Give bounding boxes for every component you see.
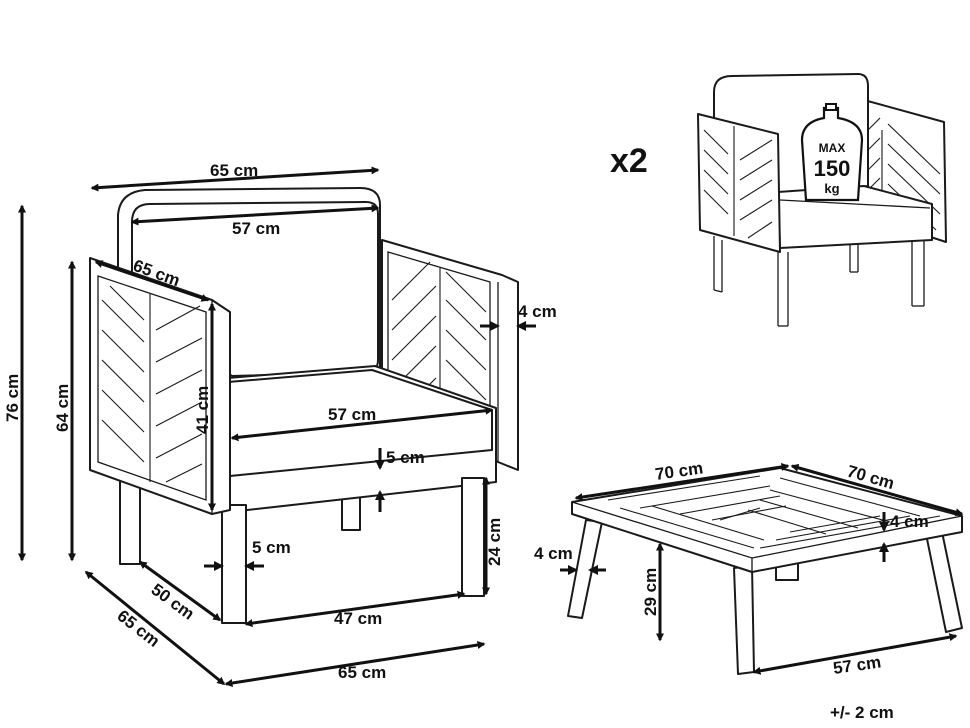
- dim-seat-width: 57 cm: [328, 405, 376, 424]
- dim-arrow-backrest-width: [130, 204, 380, 226]
- dim-front-width: 65 cm: [338, 663, 386, 682]
- dim-arrow-table-leg-span: [752, 633, 958, 675]
- armchair-drawing: [89, 187, 519, 624]
- dim-cushion-thickness: 5 cm: [386, 448, 425, 467]
- dim-table-leg-width: 4 cm: [534, 544, 573, 563]
- weight-icon: [800, 106, 864, 202]
- dim-table-height: 29 cm: [641, 568, 660, 616]
- dim-total-height: 76 cm: [3, 374, 22, 422]
- chair-front-leg-middle: [221, 504, 247, 624]
- dim-leg-width: 5 cm: [252, 538, 291, 557]
- quantity-label: x2: [610, 142, 648, 180]
- table-dimensions: 70 cm 70 cm 4 cm 4 cm 29 cm 57 cm: [534, 458, 964, 678]
- max-load-label: MAX: [819, 141, 846, 155]
- max-load-unit: kg: [824, 181, 839, 196]
- coffee-table-drawing: [567, 467, 963, 675]
- dim-leg-span: 47 cm: [334, 609, 382, 628]
- dim-table-top-thickness: 4 cm: [890, 512, 929, 531]
- dim-armrest-thickness: 4 cm: [518, 302, 557, 321]
- table-right-leg: [925, 531, 963, 633]
- dim-armrest-height: 64 cm: [53, 384, 72, 432]
- dim-arm-to-seat: 41 cm: [193, 386, 212, 434]
- table-front-leg: [733, 565, 755, 675]
- dim-seat-height: 24 cm: [485, 518, 504, 566]
- dim-arrow-leg-span: [244, 590, 466, 628]
- dim-chair-total-width: 65 cm: [210, 161, 258, 180]
- chair-front-leg-right: [461, 477, 485, 597]
- thumb-left-armrest: [697, 113, 781, 253]
- max-load-value: 150: [814, 156, 851, 181]
- chair-left-armrest-pattern: [101, 285, 203, 483]
- dim-arrow-front-width: [224, 641, 486, 687]
- tolerance-note: +/- 2 cm: [830, 703, 894, 722]
- max-load-badge: MAX 150 kg: [800, 103, 864, 202]
- dim-arrow-chair-total-width: [90, 166, 380, 192]
- dim-arrow-table-width: [574, 463, 790, 501]
- armchair-thumbnail: MAX 150 kg: [697, 73, 947, 327]
- dim-arrow-armrest-depth: [94, 260, 210, 302]
- dim-arrow-table-depth: [790, 463, 964, 517]
- dim-arrow-chair-depth: [84, 570, 226, 686]
- dim-backrest-width: 57 cm: [232, 219, 280, 238]
- dim-arrow-seat-width: [230, 406, 494, 442]
